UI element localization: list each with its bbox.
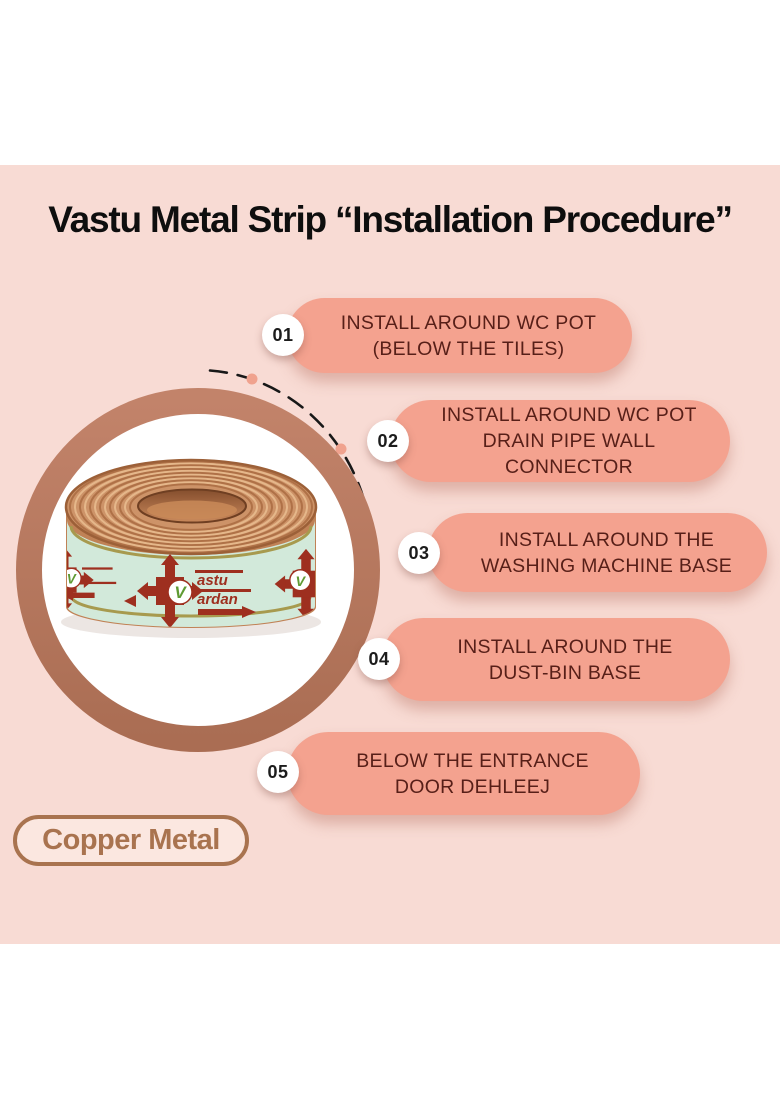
connector-dot xyxy=(335,443,347,455)
arrow-right-icon xyxy=(198,606,256,618)
step-pill-1: INSTALL AROUND WC POT (BELOW THE TILES) … xyxy=(262,298,632,373)
logo-letter: V xyxy=(296,574,307,590)
step-number: 02 xyxy=(377,430,399,451)
step-line: INSTALL AROUND THE xyxy=(498,528,715,551)
step-line: DRAIN PIPE WALL xyxy=(482,430,656,452)
step-number-badge: 04 xyxy=(358,638,400,680)
brand-word-bottom: ardan xyxy=(197,591,238,608)
product-figure: V V astu ardan xyxy=(16,369,380,752)
step-number: 05 xyxy=(267,761,289,782)
step-pill-4: INSTALL AROUND THE DUST-BIN BASE 04 xyxy=(358,618,730,701)
step-pill-5: BELOW THE ENTRANCE DOOR DEHLEEJ 05 xyxy=(257,732,640,815)
step-text: INSTALL AROUND THE WASHING MACHINE BASE xyxy=(428,527,767,579)
step-text: BELOW THE ENTRANCE DOOR DEHLEEJ xyxy=(287,748,640,800)
page-title: Vastu Metal Strip “Installation Procedur… xyxy=(48,199,733,240)
step-text: INSTALL AROUND THE DUST-BIN BASE xyxy=(382,634,730,686)
step-line: CONNECTOR xyxy=(504,456,633,478)
step-line: WASHING MACHINE BASE xyxy=(480,554,733,577)
step-number-badge: 02 xyxy=(367,420,409,462)
arrow-left-icon xyxy=(124,595,136,607)
step-line: DOOR DEHLEEJ xyxy=(394,775,551,798)
compass-cross-icon: V xyxy=(274,548,315,620)
material-badge: Copper Metal xyxy=(13,815,249,866)
coil-top xyxy=(64,458,318,556)
step-text: INSTALL AROUND WC POT DRAIN PIPE WALL CO… xyxy=(390,402,730,480)
step-number-badge: 01 xyxy=(262,314,304,356)
step-line: DUST-BIN BASE xyxy=(488,661,642,684)
step-line: INSTALL AROUND THE xyxy=(457,635,673,658)
connector-dot xyxy=(246,373,258,385)
material-badge-label: Copper Metal xyxy=(42,824,220,856)
step-number: 04 xyxy=(368,648,390,669)
step-line: (BELOW THE TILES) xyxy=(372,337,565,360)
step-pill-3: INSTALL AROUND THE WASHING MACHINE BASE … xyxy=(398,513,767,592)
copper-roll: V V astu ardan xyxy=(61,458,321,638)
step-number: 03 xyxy=(408,542,430,563)
step-number-badge: 05 xyxy=(257,751,299,793)
label-gold-stripe-top xyxy=(69,525,313,560)
brand-word-top: astu xyxy=(197,572,228,589)
logo-letter: V xyxy=(174,583,187,602)
step-number-badge: 03 xyxy=(398,532,440,574)
label-gold-stripe-bottom xyxy=(70,596,312,618)
logo-letter: V xyxy=(67,572,77,587)
logo-circle xyxy=(167,579,193,605)
step-line: BELOW THE ENTRANCE xyxy=(356,749,589,772)
step-line: INSTALL AROUND WC POT xyxy=(340,311,597,334)
step-text: INSTALL AROUND WC POT (BELOW THE TILES) xyxy=(287,310,632,362)
step-line: INSTALL AROUND WC POT xyxy=(441,404,697,426)
vastu-vardan-logo: V astu ardan xyxy=(124,554,256,627)
step-number: 01 xyxy=(272,324,294,345)
step-pill-2: INSTALL AROUND WC POT DRAIN PIPE WALL CO… xyxy=(367,400,730,482)
